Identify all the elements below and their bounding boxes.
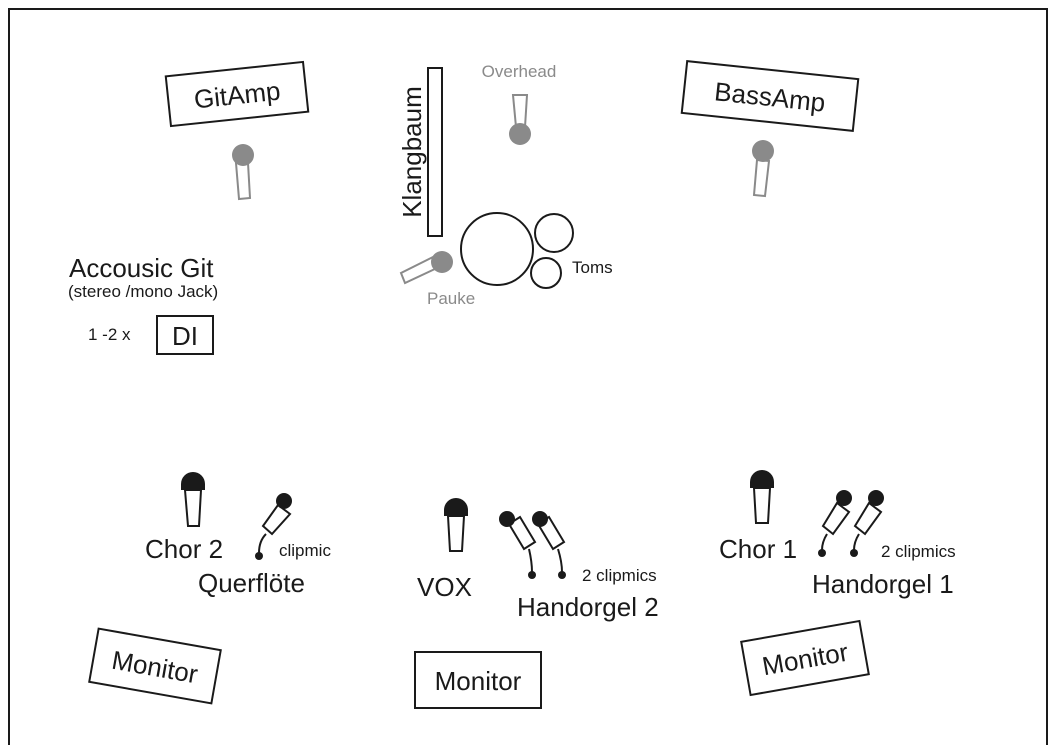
- handorgel1-clipmic-left-icon: [818, 490, 852, 557]
- querflote-clipmic-label: clipmic: [279, 541, 331, 560]
- querflote-label: Querflöte: [198, 568, 305, 598]
- handorgel2-label: Handorgel 2: [517, 592, 659, 622]
- klangbaum-label: Klangbaum: [397, 86, 427, 218]
- handorgel2-clipmic-right-icon: [532, 511, 566, 579]
- handorgel2-clipmics-label: 2 clipmics: [582, 566, 657, 585]
- querflote-clipmic-icon: [255, 493, 292, 560]
- chor1-label: Chor 1: [719, 534, 797, 564]
- acoustic-subtitle: (stereo /mono Jack): [68, 282, 218, 301]
- git-amp: GitAmp: [164, 60, 310, 128]
- monitor-right: Monitor: [740, 619, 870, 697]
- handorgel2-clipmic-left-icon: [499, 511, 537, 579]
- vox-mic-icon: [444, 498, 468, 552]
- di-count-label: 1 -2 x: [88, 325, 131, 344]
- chor2-mic-icon: [181, 472, 205, 527]
- monitor-left: Monitor: [88, 627, 222, 705]
- handorgel1-clipmic-right-icon: [850, 490, 884, 557]
- monitor-center-label: Monitor: [435, 666, 522, 696]
- pauke-drum: [460, 212, 534, 286]
- di-label: DI: [172, 321, 198, 351]
- tom-upper: [534, 213, 574, 253]
- monitor-center: Monitor: [414, 651, 542, 709]
- klangbaum-bar: [427, 67, 443, 237]
- bass-amp: BassAmp: [680, 60, 860, 132]
- stage-outline: [8, 8, 1048, 745]
- bass-amp-mic-icon: [752, 140, 774, 198]
- di-box: [156, 315, 214, 355]
- overhead-label: Overhead: [482, 62, 557, 81]
- chor1-mic-icon: [750, 470, 774, 524]
- toms-label: Toms: [572, 258, 613, 277]
- overhead-mic-icon: [509, 94, 531, 145]
- git-amp-mic-icon: [232, 144, 254, 201]
- acoustic-title: Accousic Git: [69, 253, 214, 283]
- vox-label: VOX: [417, 572, 472, 602]
- pauke-mic-icon: [399, 251, 453, 285]
- chor2-label: Chor 2: [145, 534, 223, 564]
- pauke-label: Pauke: [427, 289, 475, 308]
- tom-lower: [530, 257, 562, 289]
- handorgel1-label: Handorgel 1: [812, 569, 954, 599]
- handorgel1-clipmics-label: 2 clipmics: [881, 542, 956, 561]
